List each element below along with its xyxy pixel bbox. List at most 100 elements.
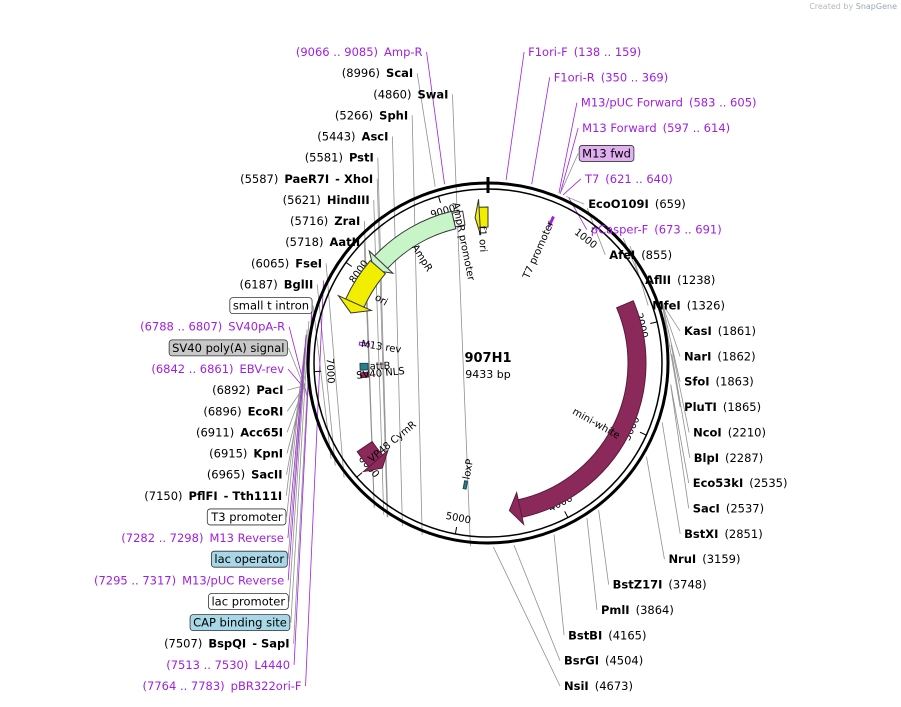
label-text-afei: AfeI(855) — [609, 248, 672, 262]
label-sv40pa-r: (6788 .. 6807)SV40pA-R — [140, 320, 285, 334]
label-name: BstZ17I — [613, 578, 663, 592]
label-text-bstz17i: BstZ17I(3748) — [613, 578, 707, 592]
label-paer7i-xhoi: (5587)PaeR7I- XhoI — [240, 172, 373, 186]
label-name: EcoRI — [248, 404, 284, 418]
label-name: AfeI — [609, 248, 635, 262]
feature-label-ampr-promoter: AmpR promoter — [450, 202, 477, 283]
label-name: PacI — [256, 383, 283, 397]
label-f1ori-r: F1ori-R(350 .. 369) — [554, 70, 669, 84]
label-name: KasI — [684, 324, 712, 338]
label-sv40-polya: SV40 poly(A) signal — [169, 340, 287, 356]
label-bstxi: BstXI (2851) — [684, 527, 763, 541]
tick-label: 7000 — [324, 358, 336, 384]
feature-attb — [360, 363, 368, 370]
label-text-acc65i: (6911)Acc65I — [196, 425, 283, 439]
label-text-f1ori-r: F1ori-R(350 .. 369) — [554, 70, 669, 84]
label-name: ScaI — [386, 66, 413, 80]
label-small-t-intron: small t intron — [230, 298, 312, 314]
label-text-zrai: (5716)ZraI — [290, 214, 360, 228]
label-ebv-rev: (6842 .. 6861)EBV-rev — [151, 362, 284, 376]
label-coordinates: (5266) — [335, 108, 373, 122]
label-name: M13/pUC Reverse — [182, 573, 284, 587]
label-text-saci: SacI(2537) — [693, 501, 764, 515]
label-coordinates: (5581) — [305, 151, 343, 165]
label-name: L4440 — [254, 658, 290, 672]
label-name: ZraI — [334, 214, 360, 228]
label-text-blpi: BlpI(2287) — [694, 451, 763, 465]
label-name: NcoI — [693, 425, 722, 439]
label-coordinates: (9066 .. 9085) — [296, 45, 378, 59]
label-m13-forward: M13 Forward(597 .. 614) — [582, 121, 730, 135]
label-name: lac promoter — [211, 594, 285, 608]
label-mfei: MfeI (1326) — [652, 299, 725, 313]
label-coordinates: (5621) — [283, 193, 321, 207]
label-text-t3-promoter: T3 promoter — [210, 510, 283, 524]
label-coordinates: (621 .. 640) — [605, 172, 673, 186]
label-eco53ki: Eco53kI(2535) — [693, 476, 788, 490]
label-name: PstI — [349, 151, 374, 165]
label-text-bstbi: BstBI(4165) — [568, 628, 646, 642]
label-text-aflii: AflII(1238) — [645, 273, 715, 287]
label-text-pluti: PluTI(1865) — [684, 400, 761, 414]
label-text-sacii: (6965)SacII — [207, 468, 283, 482]
plasmid-length: 9433 bp — [465, 368, 510, 381]
label-scai: (8996) ScaI — [342, 66, 413, 80]
label-name: SwaI — [417, 87, 448, 101]
tick-mark-5000 — [455, 527, 456, 534]
label-coordinates: (4673) — [595, 679, 633, 693]
label-hindiii: (5621)HindIII — [283, 193, 370, 207]
label-saci: SacI(2537) — [693, 501, 764, 515]
label-coordinates: (1238) — [677, 273, 715, 287]
label-coordinates: (659) — [655, 197, 686, 211]
label-coordinates: (1861) — [718, 324, 756, 338]
tick-mark-3000 — [640, 432, 646, 435]
label-pcasper-f: pCasper-F(673 .. 691) — [591, 223, 722, 237]
label-bsrgi: BsrGI(4504) — [564, 654, 643, 668]
label-name: FseI — [295, 256, 322, 270]
label-name: NarI — [684, 349, 711, 363]
label-coordinates: (2851) — [724, 527, 762, 541]
plasmid-name: 907H1 — [464, 351, 511, 366]
feature-loxp — [463, 481, 467, 489]
label-coordinates: (6842 .. 6861) — [151, 362, 233, 376]
label-name: PflFI — [189, 489, 218, 503]
label-text-nrui: NruI(3159) — [668, 552, 740, 566]
label-text-bglii: (6187)BglII — [239, 277, 313, 291]
label-text-paci: (6892)PacI — [212, 383, 283, 397]
label-coordinates: (5443) — [317, 130, 355, 144]
label-text-bstxi: BstXI (2851) — [684, 527, 763, 541]
label-coordinates: (138 .. 159) — [574, 45, 642, 59]
tick-label: 5000 — [445, 511, 472, 527]
feature-label-f1-ori: f1 ori — [476, 226, 488, 253]
label-name: M13 fwd — [582, 146, 631, 160]
label-text-psti: (5581) PstI — [305, 151, 374, 165]
label-text-m13-puc-forward: M13/pUC Forward(583 .. 605) — [581, 96, 757, 110]
label-text-m13-forward: M13 Forward(597 .. 614) — [582, 121, 730, 135]
label-blpi: BlpI(2287) — [694, 451, 763, 465]
label-name: BsrGI — [564, 654, 599, 668]
label-ncoi: NcoI(2210) — [693, 425, 766, 439]
label-name: BglII — [284, 277, 314, 291]
label-text-kasi: KasI (1861) — [684, 324, 756, 338]
label-name: MfeI — [652, 299, 681, 313]
feature-label-vp48-cymr: VP48 CymR — [367, 419, 419, 465]
label-text-mfei: MfeI (1326) — [652, 299, 725, 313]
tick-mark-8000 — [346, 262, 352, 266]
label-name: F1ori-R — [554, 70, 595, 84]
label-text-ecori: (6896)EcoRI — [203, 404, 283, 418]
label-name: AscI — [362, 130, 389, 144]
leader-pmli — [587, 518, 597, 610]
label-coordinates: (1326) — [687, 299, 725, 313]
label-pflfi-tth111i: (7150)PflFI- Tth111I — [144, 489, 282, 503]
leader-bstbi — [554, 535, 564, 636]
label-pluti: PluTI(1865) — [684, 400, 761, 414]
label-text-pmli: PmlI(3864) — [601, 603, 674, 617]
label-name: KpnI — [253, 447, 283, 461]
label-coordinates: (8996) — [342, 66, 380, 80]
label-coordinates: (7507) — [164, 637, 202, 651]
label-name: BstXI — [684, 527, 718, 541]
label-name: NruI — [668, 552, 696, 566]
leader-sfoi — [662, 303, 680, 381]
label-name: SfoI — [684, 375, 709, 389]
